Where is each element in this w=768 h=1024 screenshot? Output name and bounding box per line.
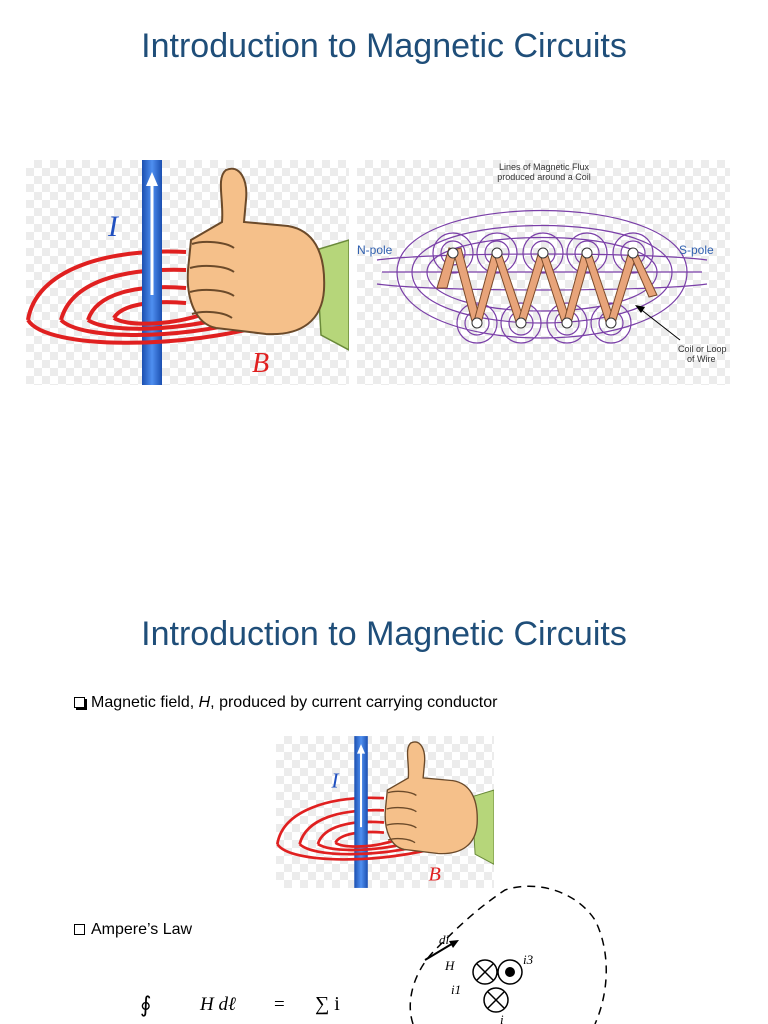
coil-flux-svg: Lines of Magnetic Flux produced around a… [357, 162, 727, 364]
checkbox-bullet-icon-2 [74, 924, 85, 935]
n-pole-label: N-pole [357, 243, 393, 257]
current-label-small: I [330, 768, 340, 792]
equation-equals: = [274, 994, 285, 1015]
amperes-equation: ∮ H dℓ = ∑ i [140, 990, 370, 1024]
current-out-of-page [497, 959, 523, 985]
h-label: H [444, 958, 455, 973]
coil-label-1: Coil or Loop [678, 344, 727, 354]
field-lines-back [26, 249, 187, 321]
coil-flux-figure: Lines of Magnetic Flux produced around a… [357, 160, 730, 385]
dl-arrow [424, 941, 456, 961]
right-hand-rule-svg: I B [26, 160, 350, 385]
right-hand-rule-small-svg: I B [276, 736, 495, 888]
slide-1-title: Introduction to Magnetic Circuits [141, 27, 627, 65]
i3-label: i3 [523, 952, 534, 967]
field-label-small: B [429, 864, 441, 886]
contour-integral-symbol: ∮ [140, 992, 152, 1017]
slide-2: Introduction to Magnetic Circuits Magnet… [0, 580, 768, 1024]
equation-rhs: ∑ i [315, 993, 340, 1015]
i1-label: i1 [451, 982, 461, 997]
dashed-loop [409, 885, 607, 1024]
thumb-up-hand [186, 167, 350, 352]
field-label: B [252, 348, 269, 379]
current-label: I [107, 210, 120, 243]
coil-wire [436, 247, 658, 326]
bullet-amperes-law: Ampere’s Law [74, 921, 192, 939]
bullet-magnetic-field: Magnetic field, H, produced by current c… [74, 694, 497, 712]
wire-crosssections [447, 247, 639, 329]
slide-1: Introduction to Magnetic Circuits [0, 0, 768, 430]
flux-lines [376, 209, 708, 344]
bullet1-symbol: H [198, 694, 211, 711]
bullet1-prefix: Magnetic field, [91, 694, 199, 711]
flux-caption-2: produced around a Coil [497, 172, 591, 182]
equation-lhs: H dℓ [200, 994, 236, 1015]
bullet1-suffix: , produced by current carrying conductor [210, 694, 498, 711]
right-hand-rule-figure-small: I B [276, 736, 495, 888]
coil-label-2: of Wire [687, 354, 716, 364]
flux-caption-1: Lines of Magnetic Flux [499, 162, 590, 172]
right-hand-rule-figure: I B [26, 160, 350, 385]
current-into-page-1 [472, 959, 498, 985]
slide-2-title: Introduction to Magnetic Circuits [141, 615, 627, 653]
s-pole-label: S-pole [679, 243, 714, 257]
coil-pointer [638, 307, 681, 341]
dl-label: dl [439, 932, 450, 947]
current-into-page-2 [483, 987, 509, 1013]
ampere-loop-figure: dl H i1 i3 i [409, 885, 607, 1024]
i-partial-label: i [500, 1012, 504, 1024]
bullet2-text: Ampere’s Law [91, 921, 193, 938]
checkbox-bullet-icon [74, 697, 85, 708]
